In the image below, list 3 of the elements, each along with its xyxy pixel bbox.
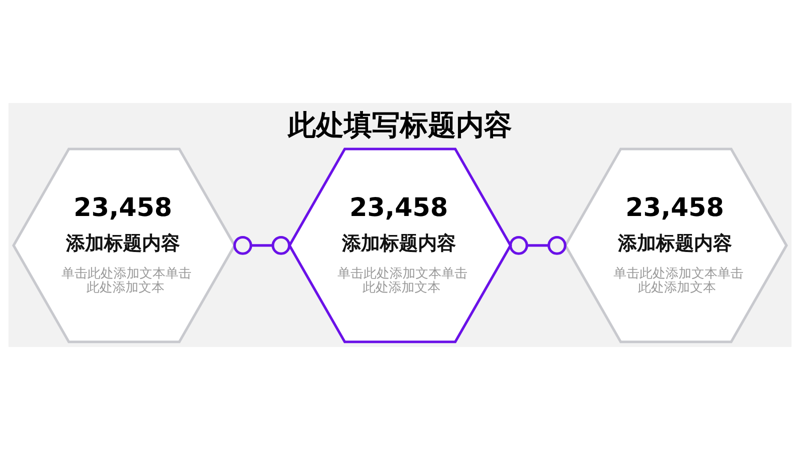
connector xyxy=(509,236,566,255)
diagram-title: 此处填写标题内容 xyxy=(288,108,512,142)
connector xyxy=(233,236,290,255)
